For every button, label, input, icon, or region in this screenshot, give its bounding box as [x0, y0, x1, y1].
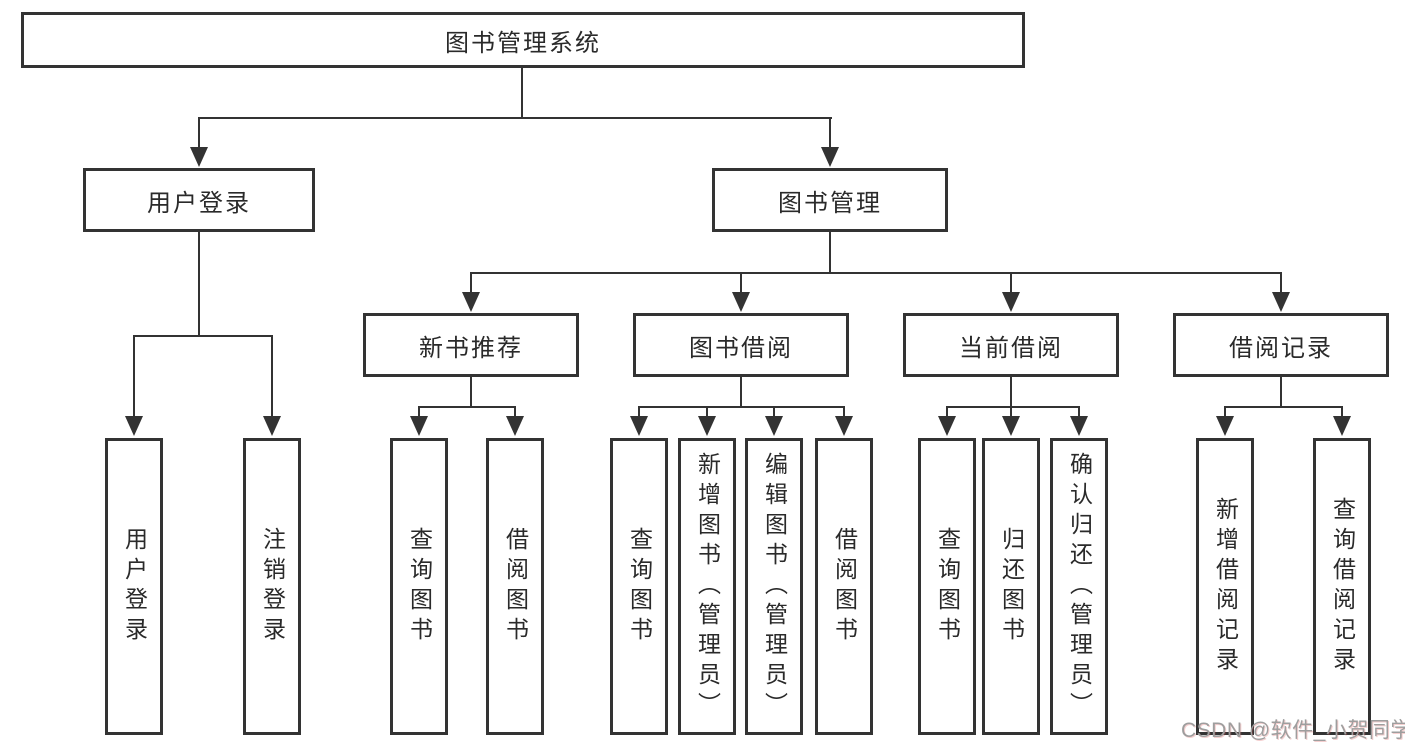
connector-line: [470, 377, 472, 407]
connector-line: [133, 335, 135, 417]
connector-line: [706, 406, 708, 417]
leaf-add-books-admin: 新增图书（管理员）: [678, 438, 736, 735]
connector-line: [740, 272, 742, 293]
connector-line: [198, 117, 832, 119]
node-label: 当前借阅: [959, 334, 1063, 362]
connector-line: [198, 117, 200, 148]
connector-line: [1010, 377, 1012, 407]
arrow-down-icon: [1216, 416, 1234, 436]
connector-line: [418, 406, 420, 417]
node-label: 图书管理系统: [445, 29, 601, 57]
node-label: 查询图书: [934, 526, 961, 647]
leaf-query-books-borrow: 查询图书: [610, 438, 668, 735]
arrow-down-icon: [125, 416, 143, 436]
leaf-add-borrow-record: 新增借阅记录: [1196, 438, 1254, 735]
connector-line: [1224, 406, 1343, 408]
connector-line: [829, 117, 831, 148]
connector-line: [1010, 406, 1012, 417]
csdn-watermark: CSDN @软件_小贺同学: [1181, 719, 1405, 742]
connector-line: [133, 335, 273, 337]
connector-line: [843, 406, 845, 417]
arrow-down-icon: [263, 416, 281, 436]
arrow-down-icon: [462, 292, 480, 312]
arrow-down-icon: [410, 416, 428, 436]
node-book-management: 图书管理: [712, 168, 948, 232]
node-label: 用户登录: [121, 526, 148, 647]
leaf-query-books-current: 查询图书: [918, 438, 976, 735]
node-label: 归还图书: [998, 526, 1025, 647]
arrow-down-icon: [190, 147, 208, 167]
connector-line: [1280, 272, 1282, 293]
node-borrow-records: 借阅记录: [1173, 313, 1389, 377]
connector-line: [470, 272, 1282, 274]
leaf-query-borrow-record: 查询借阅记录: [1313, 438, 1371, 735]
arrow-down-icon: [732, 292, 750, 312]
node-new-book-recommend: 新书推荐: [363, 313, 579, 377]
node-label: 查询借阅记录: [1329, 496, 1356, 677]
connector-line: [740, 377, 742, 407]
arrow-down-icon: [821, 147, 839, 167]
connector-line: [418, 406, 516, 408]
connector-line: [1078, 406, 1080, 417]
node-label: 新增借阅记录: [1212, 496, 1239, 677]
connector-line: [1224, 406, 1226, 417]
node-label: 用户登录: [147, 189, 251, 217]
node-current-borrow: 当前借阅: [903, 313, 1119, 377]
node-label: 新书推荐: [419, 334, 523, 362]
connector-line: [946, 406, 948, 417]
node-label: 注销登录: [259, 526, 286, 647]
connector-line: [638, 406, 845, 408]
node-book-borrow: 图书借阅: [633, 313, 849, 377]
connector-line: [198, 232, 200, 336]
leaf-confirm-return-admin: 确认归还（管理员）: [1050, 438, 1108, 735]
node-label: 确认归还（管理员）: [1066, 451, 1093, 722]
leaf-borrow-books: 借阅图书: [815, 438, 873, 735]
connector-line: [946, 406, 1080, 408]
node-label: 借阅图书: [502, 526, 529, 647]
leaf-logout-login: 注销登录: [243, 438, 301, 735]
connector-line: [514, 406, 516, 417]
connector-line: [773, 406, 775, 417]
node-label: 查询图书: [626, 526, 653, 647]
arrow-down-icon: [1070, 416, 1088, 436]
arrow-down-icon: [1272, 292, 1290, 312]
connector-line: [829, 232, 831, 273]
arrow-down-icon: [938, 416, 956, 436]
arrow-down-icon: [1333, 416, 1351, 436]
node-label: 图书管理: [778, 189, 882, 217]
arrow-down-icon: [765, 416, 783, 436]
arrow-down-icon: [698, 416, 716, 436]
leaf-edit-books-admin: 编辑图书（管理员）: [745, 438, 803, 735]
leaf-query-books-newbook: 查询图书: [390, 438, 448, 735]
leaf-return-books: 归还图书: [982, 438, 1040, 735]
arrow-down-icon: [506, 416, 524, 436]
node-user-login: 用户登录: [83, 168, 315, 232]
leaf-borrow-books-newbook: 借阅图书: [486, 438, 544, 735]
connector-line: [1280, 377, 1282, 407]
connector-line: [271, 335, 273, 417]
arrow-down-icon: [1002, 416, 1020, 436]
node-label: 借阅记录: [1229, 334, 1333, 362]
arrow-down-icon: [835, 416, 853, 436]
node-label: 新增图书（管理员）: [694, 451, 721, 722]
connector-line: [1010, 272, 1012, 293]
connector-line: [1341, 406, 1343, 417]
connector-line: [521, 68, 523, 118]
node-label: 编辑图书（管理员）: [761, 451, 788, 722]
connector-line: [470, 272, 472, 293]
node-root: 图书管理系统: [21, 12, 1025, 68]
node-label: 借阅图书: [831, 526, 858, 647]
arrow-down-icon: [630, 416, 648, 436]
arrow-down-icon: [1002, 292, 1020, 312]
node-label: 查询图书: [406, 526, 433, 647]
connector-line: [638, 406, 640, 417]
leaf-user-login: 用户登录: [105, 438, 163, 735]
node-label: 图书借阅: [689, 334, 793, 362]
